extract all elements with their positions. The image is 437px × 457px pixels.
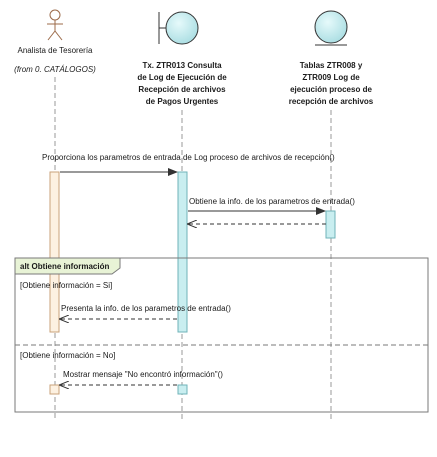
actor-icon xyxy=(47,9,63,41)
activation-actor-2[interactable] xyxy=(49,384,60,395)
tablas-name-line-3: ejecución proceso de xyxy=(290,85,372,94)
alt-guard-si: [Obtiene información = Si] xyxy=(20,281,112,290)
alt-fragment-tab xyxy=(14,257,121,275)
message-proporciona-parametros[interactable]: Proporciona los parametros de entrada de… xyxy=(42,153,335,176)
lifeline-tablas-ztr008-ztr009[interactable]: Tablas ZTR008 y ZTR009 Log de ejecución … xyxy=(289,10,374,106)
tablas-name-line-2: ZTR009 Log de xyxy=(302,73,360,82)
message-mostrar-mensaje[interactable]: Mostrar mensaje "No encontró información… xyxy=(60,370,223,385)
actor-package: (from 0. CATÁLOGOS) xyxy=(14,65,96,74)
tx-name-line-2: de Log de Ejecución de xyxy=(137,73,227,82)
message-2-label: Obtiene la info. de los parametros de en… xyxy=(189,197,355,206)
tablas-name-line-4: recepción de archivos xyxy=(289,97,374,106)
actor-name: Analista de Tesorería xyxy=(17,46,93,55)
tx-name-line-3: Recepción de archivos xyxy=(138,85,226,94)
activation-actor[interactable] xyxy=(49,171,60,333)
tablas-name-line-1: Tablas ZTR008 y xyxy=(300,61,363,70)
alt-fragment-title: alt Obtiene información xyxy=(20,262,109,271)
boundary-icon xyxy=(158,11,199,45)
actor-analista-tesoreria[interactable]: Analista de Tesorería (from 0. CATÁLOGOS… xyxy=(14,9,96,74)
activation-tx[interactable] xyxy=(177,171,188,333)
message-1-label: Proporciona los parametros de entrada de… xyxy=(42,153,335,162)
message-4-label: Mostrar mensaje "No encontró información… xyxy=(63,370,223,379)
lifeline-tx-ztr013[interactable]: Tx. ZTR013 Consulta de Log de Ejecución … xyxy=(137,11,227,106)
activation-tx-2[interactable] xyxy=(177,384,188,395)
activation-tablas[interactable] xyxy=(325,210,336,239)
message-3-label: Presenta la info. de los parametros de e… xyxy=(61,304,231,313)
message-presenta-info[interactable]: Presenta la info. de los parametros de e… xyxy=(60,304,231,319)
alt-guard-no: [Obtiene información = No] xyxy=(20,351,115,360)
tx-name-line-4: de Pagos Urgentes xyxy=(146,97,219,106)
entity-icon xyxy=(314,10,348,46)
message-obtiene-info[interactable]: Obtiene la info. de los parametros de en… xyxy=(188,197,355,215)
alt-fragment[interactable]: alt Obtiene información [Obtiene informa… xyxy=(14,257,429,413)
tx-name-line-1: Tx. ZTR013 Consulta xyxy=(142,61,222,70)
alt-fragment-frame xyxy=(14,257,429,413)
